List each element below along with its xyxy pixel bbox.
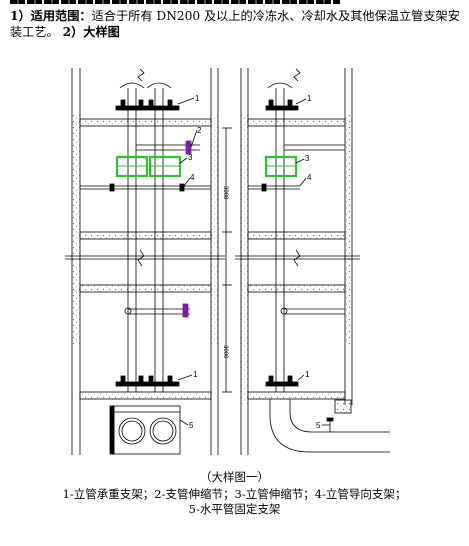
callout-1-left-top: 1 (195, 94, 200, 103)
callout-4-right: 4 (307, 173, 312, 182)
dimension-lower: 3000 (222, 345, 228, 359)
dimension-upper: 3000 (222, 186, 228, 200)
callout-5-left: 5 (189, 421, 194, 430)
header-strip (0, 0, 469, 7)
callout-1-right-top: 1 (307, 94, 312, 103)
intro-paragraph: 1）适用范围：适合于所有 DN200 及以上的冷冻水、冷却水及其他保温立管支架安… (10, 9, 462, 40)
left-detail (65, 68, 232, 455)
scope-label: 1）适用范围： (10, 9, 92, 23)
callout-1-right-bottom: 1 (305, 370, 310, 379)
figure-caption: （大样图一） (200, 470, 269, 484)
callout-3-left: 3 (188, 153, 193, 162)
callout-1-left-bottom: 1 (193, 370, 198, 379)
right-detail (235, 68, 390, 455)
cropped-heading-line (10, 0, 340, 4)
legend-line-2: 5-水平管固定支架 (188, 502, 281, 516)
detail-drawing: 1 2 3 4 1 5 3000 3000 (65, 68, 390, 455)
scope-text: 适合于所有 DN200 及以上的冷冻水、冷却水及其他保温立管支架安装工艺。 (10, 9, 460, 39)
legend-line-1: 1-立管承重支架；2-支管伸缩节；3-立管伸缩节；4-立管导向支架； (62, 487, 407, 501)
callout-2-left: 2 (197, 126, 202, 135)
callout-3-right: 3 (305, 154, 310, 163)
callout-5-right: 5 (316, 421, 321, 430)
callout-4-left: 4 (190, 173, 195, 182)
detail-label: 2）大样图 (62, 24, 120, 39)
